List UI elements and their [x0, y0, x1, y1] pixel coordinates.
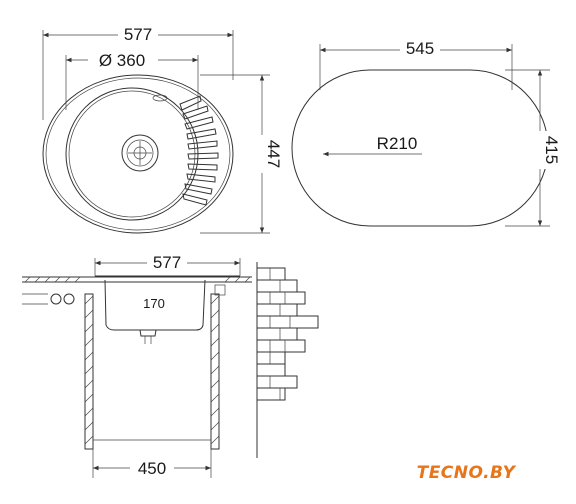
brand-logo[interactable]: TECNO.BY — [417, 463, 517, 483]
cutout-outline — [291, 69, 549, 227]
top-depth-label: 447 — [264, 140, 283, 168]
section-view: 577 170 450 — [22, 252, 319, 478]
top-view: 577 Ø 360 447 — [42, 24, 283, 234]
valve-icon — [22, 293, 75, 305]
countertop — [22, 276, 252, 283]
top-width-label: 577 — [124, 25, 152, 44]
bowl-depth-label: 170 — [143, 296, 165, 311]
cabinet-width-label: 450 — [138, 459, 166, 478]
outline-depth-label: 415 — [542, 136, 561, 164]
cabinet-walls — [84, 284, 226, 450]
drain-icon — [121, 134, 159, 172]
overflow-slot — [152, 94, 168, 102]
radius-label: R210 — [377, 134, 418, 153]
sink-bowl — [65, 87, 199, 221]
drainer-grooves — [179, 95, 219, 206]
sink-section — [95, 275, 240, 331]
brick-wall — [256, 262, 319, 458]
sink-outer-rim — [42, 74, 234, 234]
section-width-label: 577 — [153, 253, 181, 272]
bowl-diameter-label: Ø 360 — [99, 51, 145, 70]
outline-width-label: 545 — [406, 39, 434, 58]
outline-view: 545 R210 415 — [291, 38, 561, 227]
